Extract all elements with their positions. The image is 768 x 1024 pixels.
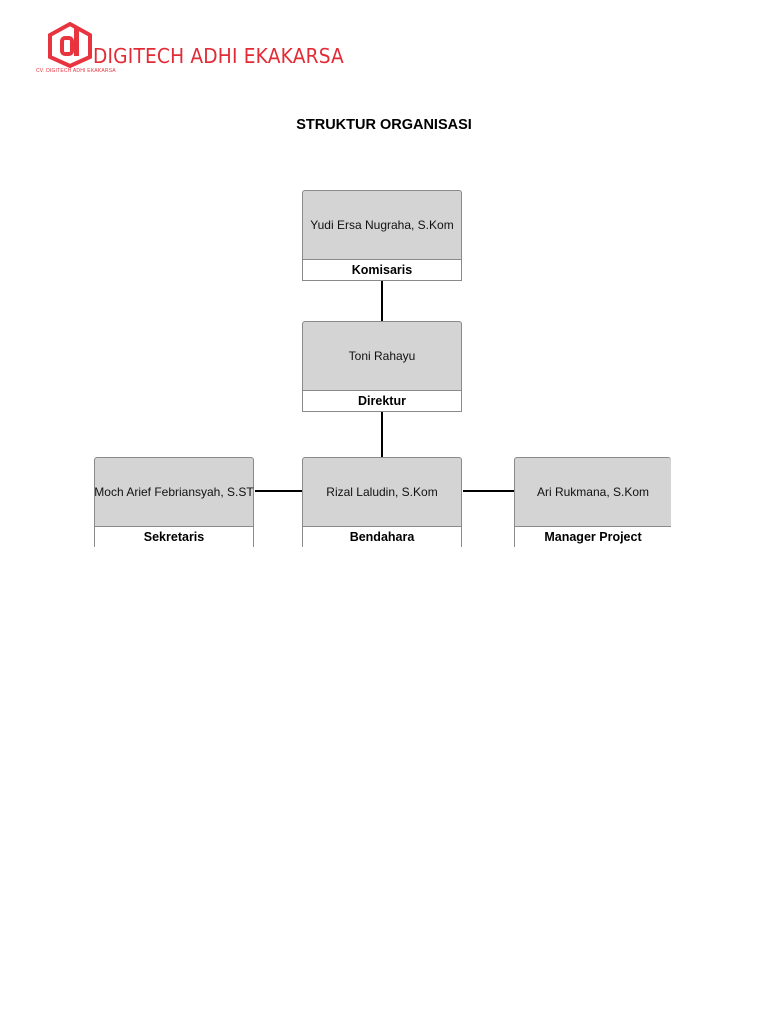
role-title: Sekretaris [94, 526, 254, 547]
role-title: Bendahara [302, 526, 462, 547]
connector-direktur-bendahara [381, 410, 383, 458]
org-node-direktur: Toni Rahayu Direktur [302, 321, 462, 412]
person-name: Moch Arief Febriansyah, S.ST [94, 457, 254, 526]
person-name: Yudi Ersa Nugraha, S.Kom [302, 190, 462, 259]
page-title: STRUKTUR ORGANISASI [296, 117, 472, 133]
company-logo: CV. DIGITECH ADHI EKAKARSA [28, 20, 116, 76]
company-name: DIGITECH ADHI EKAKARSA [93, 44, 344, 68]
person-name: Ari Rukmana, S.Kom [514, 457, 671, 526]
connector-komisaris-direktur [381, 279, 383, 322]
org-node-manager-project: Ari Rukmana, S.Kom Manager Project [514, 457, 671, 547]
connector-bendahara-manager [463, 490, 514, 492]
logo-subtext: CV. DIGITECH ADHI EKAKARSA [36, 68, 116, 74]
org-node-bendahara: Rizal Laludin, S.Kom Bendahara [302, 457, 462, 547]
org-node-sekretaris: Moch Arief Febriansyah, S.ST Sekretaris [94, 457, 254, 547]
person-name: Rizal Laludin, S.Kom [302, 457, 462, 526]
role-title: Direktur [302, 390, 462, 412]
logo-icon [48, 22, 92, 68]
org-node-komisaris: Yudi Ersa Nugraha, S.Kom Komisaris [302, 190, 462, 281]
person-name: Toni Rahayu [302, 321, 462, 390]
connector-sekretaris-bendahara [255, 490, 302, 492]
role-title: Komisaris [302, 259, 462, 281]
role-title: Manager Project [514, 526, 671, 547]
